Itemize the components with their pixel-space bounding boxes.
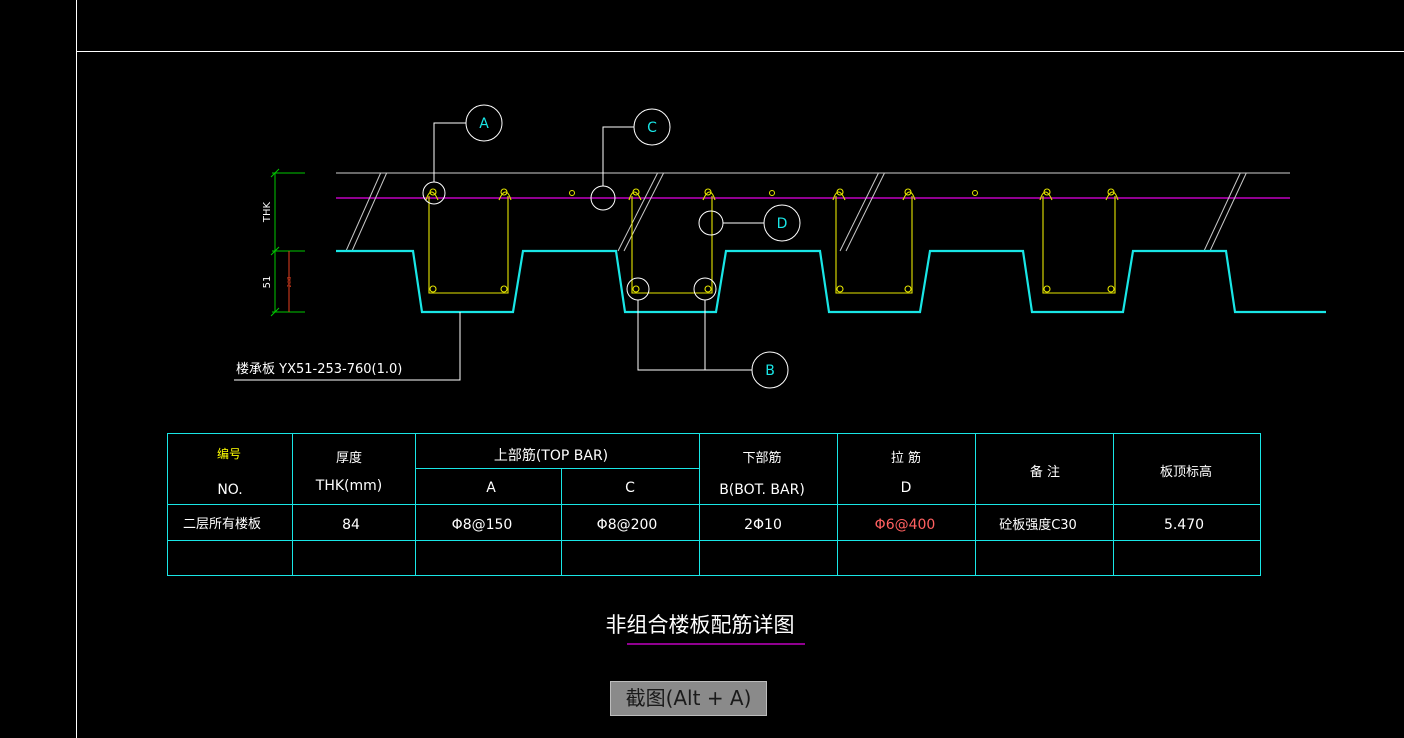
stirrup-hook bbox=[902, 191, 916, 201]
top-bar bbox=[1043, 188, 1051, 196]
cell-elev: 5.470 bbox=[1164, 517, 1204, 533]
bottom-bar bbox=[836, 285, 844, 293]
header-remark: 备 注 bbox=[1030, 464, 1060, 480]
top-bar bbox=[1107, 188, 1115, 196]
header-top-bar: 上部筋(TOP BAR) bbox=[494, 447, 608, 464]
header-thk-en: THK(mm) bbox=[315, 478, 382, 494]
stirrup-hook bbox=[628, 191, 642, 201]
bottom-bar bbox=[429, 285, 437, 293]
steel-deck-profile bbox=[336, 249, 1326, 314]
cell-c: Φ8@200 bbox=[597, 517, 658, 533]
header-bot-en: B(BOT. BAR) bbox=[719, 482, 805, 498]
header-no-en: NO. bbox=[217, 482, 242, 498]
top-bar-dot bbox=[972, 190, 978, 196]
hatch-line bbox=[1209, 172, 1247, 252]
deck-height-dim-label: 51 bbox=[262, 276, 273, 289]
rebar-cages bbox=[425, 188, 1119, 294]
callout-bubble-a: A bbox=[465, 104, 503, 142]
cell-d: Φ6@400 bbox=[875, 517, 936, 533]
bottom-bar bbox=[500, 285, 508, 293]
callout-c-label: C bbox=[647, 120, 657, 136]
section-hatch bbox=[345, 172, 1247, 252]
stirrup-hook bbox=[1105, 191, 1119, 201]
bottom-bar bbox=[632, 285, 640, 293]
stirrup-hook bbox=[1039, 191, 1053, 201]
stirrup-hook bbox=[702, 191, 716, 201]
hatch-line bbox=[1203, 172, 1241, 252]
header-tie-en: D bbox=[901, 480, 912, 496]
callout-a-label: A bbox=[479, 116, 489, 132]
top-bar bbox=[632, 188, 640, 196]
stirrup-hook bbox=[832, 191, 846, 201]
rebar-schedule-table bbox=[167, 433, 1261, 576]
stirrup-hook bbox=[498, 191, 512, 201]
stirrup bbox=[428, 196, 509, 294]
top-bar bbox=[904, 188, 912, 196]
hatch-line bbox=[845, 172, 885, 252]
cell-thk: 84 bbox=[342, 517, 360, 533]
callout-bubble-d: D bbox=[763, 204, 801, 242]
cell-remark: 砼板强度C30 bbox=[999, 517, 1077, 533]
bottom-bar bbox=[1043, 285, 1051, 293]
hatch-line bbox=[623, 172, 665, 252]
header-bot-cn: 下部筋 bbox=[742, 450, 781, 466]
header-no-cn: 编号 bbox=[217, 446, 241, 461]
hatch-line bbox=[617, 172, 659, 252]
callout-bubble-b: B bbox=[751, 351, 789, 389]
dimension-marks: THK 51 2∅8 bbox=[262, 168, 305, 317]
header-elev: 板顶标高 bbox=[1160, 464, 1212, 480]
stirrup-hook bbox=[425, 191, 439, 201]
screenshot-tooltip: 截图(Alt + A) bbox=[610, 681, 767, 716]
hatch-line bbox=[345, 172, 382, 252]
top-bar-dot bbox=[569, 190, 575, 196]
thk-dim-label: THK bbox=[262, 201, 273, 223]
table-row: 二层所有楼板 84 Φ8@150 Φ8@200 2Φ10 Φ6@400 砼板强度… bbox=[183, 517, 1204, 533]
top-bar bbox=[429, 188, 437, 196]
top-bar-dots bbox=[569, 190, 978, 196]
hatch-line bbox=[839, 172, 879, 252]
bottom-bar bbox=[904, 285, 912, 293]
top-bar bbox=[704, 188, 712, 196]
header-thk-cn: 厚度 bbox=[336, 450, 362, 466]
deck-label: 楼承板 YX51-253-760(1.0) bbox=[236, 362, 402, 377]
top-bar-dot bbox=[769, 190, 775, 196]
header-col-c: C bbox=[625, 480, 635, 496]
drawing-title: 非组合楼板配筋详图 bbox=[606, 613, 795, 637]
cell-a: Φ8@150 bbox=[452, 517, 513, 533]
bottom-bar bbox=[704, 285, 712, 293]
callout-d-label: D bbox=[777, 216, 788, 232]
cell-b: 2Φ10 bbox=[744, 517, 782, 533]
hatch-line bbox=[351, 172, 388, 252]
stirrup bbox=[1042, 196, 1116, 294]
stirrup bbox=[835, 196, 913, 294]
callout-bubble-c: C bbox=[633, 108, 671, 146]
drawing-frame bbox=[76, 0, 1404, 738]
callout-leaders bbox=[234, 122, 764, 381]
cell-no: 二层所有楼板 bbox=[183, 517, 261, 532]
header-tie-cn: 拉 筋 bbox=[891, 450, 921, 466]
table-header: 编号 NO. 厚度 THK(mm) 上部筋(TOP BAR) A C 下部筋 B… bbox=[217, 446, 1212, 498]
bottom-bar bbox=[1107, 285, 1115, 293]
top-bar bbox=[836, 188, 844, 196]
callout-b-label: B bbox=[765, 363, 775, 379]
header-col-a: A bbox=[486, 480, 496, 496]
top-bar bbox=[500, 188, 508, 196]
small-dim-label: 2∅8 bbox=[287, 277, 293, 288]
stirrup bbox=[631, 196, 713, 294]
